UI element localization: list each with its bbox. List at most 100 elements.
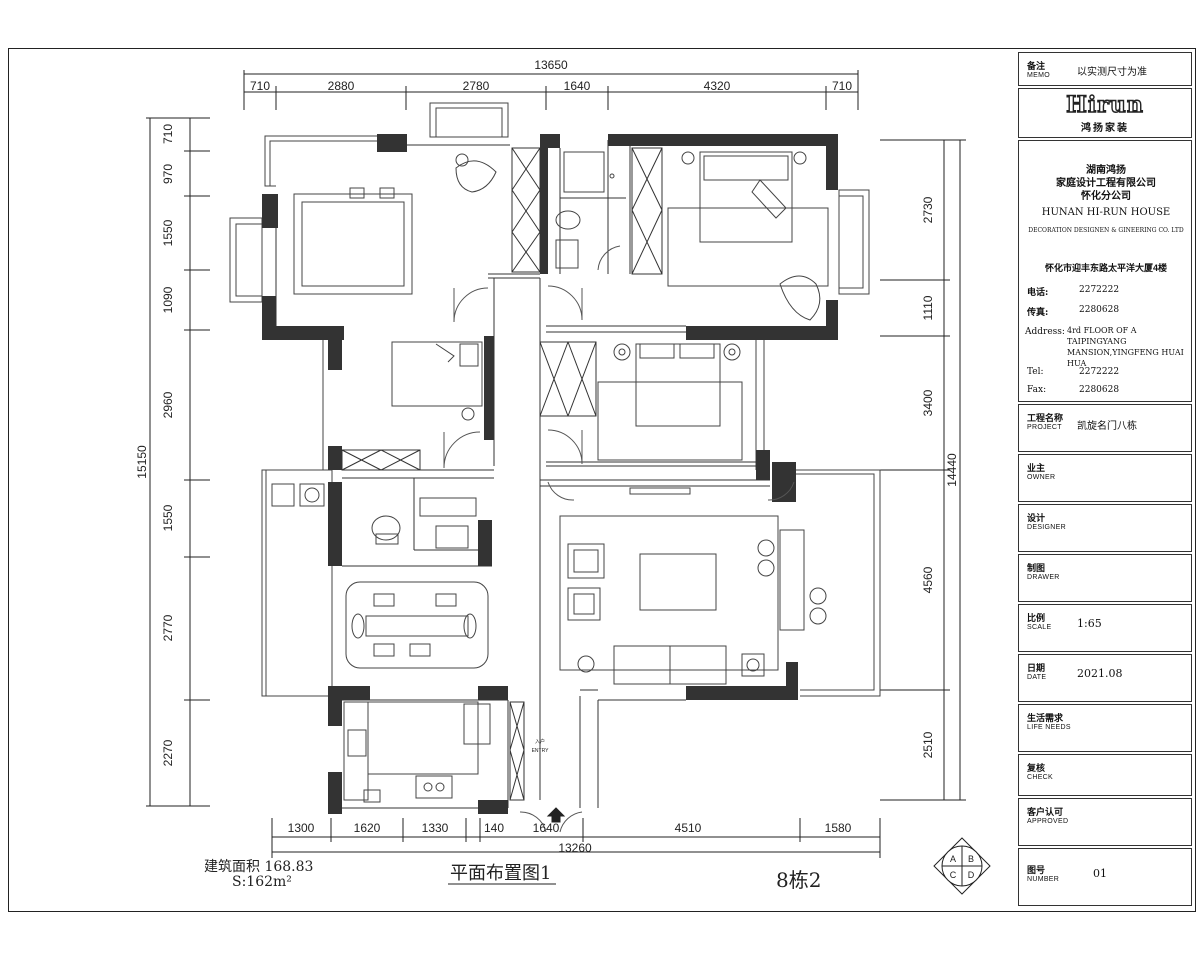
- shared-bath-fixtures: [371, 497, 477, 549]
- dim-bottom-7: 1580: [825, 821, 852, 835]
- approved-label-en: APPROVED: [1027, 818, 1069, 825]
- dim-top-total: 13650: [534, 58, 568, 72]
- drawer-cell: 制图 DRAWER: [1018, 554, 1192, 602]
- floor-plan-drawing: 13650 710 2880 2780 1640 4320 710 1300 1…: [135, 58, 991, 895]
- approved-label-cn: 客户认可: [1027, 807, 1064, 817]
- title-block: 备注 MEMO 以实测尺寸为准 Hirun 鸿扬家装 湖南鸿扬 家庭设计工程有限…: [1018, 52, 1192, 908]
- dim-right-4: 4560: [921, 566, 935, 593]
- company-address-cn: 怀化市迎丰东路太平洋大厦4楼: [1044, 263, 1167, 273]
- area-sub: S:162m²: [232, 874, 292, 890]
- dim-right-total: 14440: [945, 453, 959, 487]
- dim-left-2: 970: [161, 164, 175, 184]
- designer-cell: 设计 DESIGNER: [1018, 504, 1192, 552]
- dim-right-1: 2730: [921, 196, 935, 223]
- company-en-1: HUNAN HI-RUN HOUSE: [1041, 207, 1171, 218]
- company-logo: Hirun: [1065, 91, 1144, 118]
- tel-label: Tel:: [1027, 367, 1044, 377]
- living-furniture: [559, 487, 827, 685]
- compass-letter-c: C: [950, 870, 957, 880]
- thin-walls: [229, 102, 881, 697]
- compass: [933, 837, 991, 895]
- company-logo-sub: 鸿扬家装: [1081, 123, 1129, 134]
- dim-ticks-bottom: [271, 818, 881, 858]
- number-label-en: NUMBER: [1027, 876, 1060, 883]
- dim-left-4: 1090: [161, 286, 175, 313]
- number-value: 01: [1093, 867, 1107, 880]
- fax-value: 2280628: [1079, 385, 1120, 395]
- company-cn-3: 怀化分公司: [1081, 191, 1131, 202]
- number-label-cn: 图号: [1027, 865, 1046, 875]
- date-label-cn: 日期: [1027, 663, 1046, 673]
- dim-left-1: 710: [161, 124, 175, 144]
- date-value: 2021.08: [1077, 667, 1123, 680]
- company-info-cell: 湖南鸿扬 家庭设计工程有限公司 怀化分公司 HUNAN HI-RUN HOUSE…: [1018, 140, 1192, 402]
- company-cn-2: 家庭设计工程有限公司: [1056, 178, 1156, 189]
- area-label: 建筑面积 168.83: [204, 859, 313, 875]
- dim-left-6: 1550: [161, 504, 175, 531]
- address-label: Address:: [1025, 327, 1065, 337]
- address-value: 4rd FLOOR OF A TAIPINGYANG MANSION,YINGF…: [1067, 326, 1184, 368]
- memo-label-en: MEMO: [1027, 72, 1050, 79]
- dim-bottom-3: 1330: [422, 821, 449, 835]
- project-label-cn: 工程名称: [1027, 413, 1064, 423]
- tel-value: 2272222: [1079, 367, 1120, 377]
- check-cell: 复核 CHECK: [1018, 754, 1192, 796]
- fax-label: Fax:: [1027, 385, 1047, 395]
- wardrobe-units: [341, 147, 663, 801]
- memo-value: 以实测尺寸为准: [1077, 67, 1147, 78]
- life-needs-cell: 生活需求 LIFE NEEDS: [1018, 704, 1192, 752]
- dim-bottom-2: 1620: [354, 821, 381, 835]
- drawing-sheet-border: [8, 48, 1196, 912]
- dim-top-3: 2780: [463, 79, 490, 93]
- bedroom-3-furniture: [597, 343, 743, 461]
- entry-marker: [546, 807, 566, 823]
- bedroom-1-furniture: [293, 153, 497, 295]
- project-cell: 工程名称 PROJECT 凯旋名门八栋: [1018, 404, 1192, 452]
- fax-cn-value: 2280628: [1079, 305, 1120, 315]
- tel-cn-label: 电话:: [1027, 288, 1049, 298]
- owner-label-cn: 业主: [1027, 463, 1046, 473]
- dim-left-3: 1550: [161, 219, 175, 246]
- owner-cell: 业主 OWNER: [1018, 454, 1192, 502]
- dining-furniture: [345, 581, 489, 669]
- interior-walls: [275, 140, 770, 809]
- compass-letter-d: D: [968, 870, 975, 880]
- designer-label-cn: 设计: [1027, 513, 1046, 523]
- scale-label-en: SCALE: [1027, 624, 1052, 631]
- drawing-title: 平面布置图1: [450, 863, 551, 884]
- dim-bottom-4: 140: [484, 821, 504, 835]
- dim-top-4: 1640: [564, 79, 591, 93]
- bedroom-2-furniture: [391, 341, 483, 421]
- drawer-label-en: DRAWER: [1027, 574, 1060, 581]
- dim-right-3: 3400: [921, 389, 935, 416]
- dim-top-6: 710: [832, 79, 852, 93]
- memo-label-cn: 备注: [1027, 61, 1046, 71]
- dim-top-1: 710: [250, 79, 270, 93]
- entry-label-cn: 入户: [535, 738, 545, 745]
- dim-ticks-left: [146, 117, 210, 807]
- compass-letter-b: B: [968, 854, 974, 864]
- company-cn-1: 湖南鸿扬: [1086, 165, 1126, 176]
- scale-value: 1:65: [1077, 617, 1102, 630]
- project-label-en: PROJECT: [1027, 424, 1062, 431]
- memo-cell: 备注 MEMO 以实测尺寸为准: [1018, 52, 1192, 86]
- solid-walls: [262, 134, 838, 814]
- dim-bottom-total: 13260: [558, 841, 592, 855]
- dim-top-5: 4320: [704, 79, 731, 93]
- drawer-label-cn: 制图: [1027, 563, 1046, 573]
- date-label-en: DATE: [1027, 674, 1047, 681]
- compass-letter-a: A: [950, 854, 956, 864]
- project-value: 凯旋名门八栋: [1077, 421, 1137, 432]
- scale-cell: 比例 SCALE 1:65: [1018, 604, 1192, 652]
- check-label-cn: 复核: [1027, 763, 1046, 773]
- master-bedroom-furniture: [667, 151, 829, 321]
- tel-cn-value: 2272222: [1079, 285, 1120, 295]
- dim-top-2: 2880: [328, 79, 355, 93]
- approved-cell: 客户认可 APPROVED: [1018, 798, 1192, 846]
- life-needs-label-cn: 生活需求: [1027, 713, 1064, 723]
- dim-left-5: 2960: [161, 391, 175, 418]
- building-label: 8栋2: [776, 868, 821, 892]
- designer-label-en: DESIGNER: [1027, 524, 1066, 531]
- dim-bottom-1: 1300: [288, 821, 315, 835]
- company-en-2: DECORATION DESIGNEN & GINEERING CO. LTD: [1028, 227, 1184, 234]
